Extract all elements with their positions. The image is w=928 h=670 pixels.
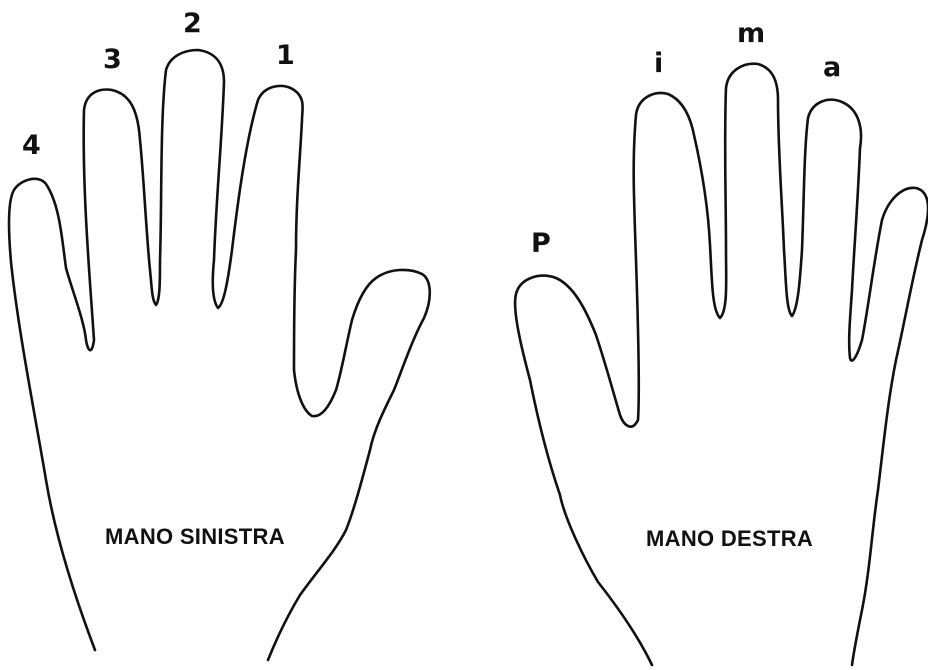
right-hand	[515, 64, 928, 665]
left-little-finger-label: 4	[22, 130, 41, 161]
left-hand-outline	[9, 50, 430, 660]
left-hand	[9, 50, 430, 660]
right-index-finger-label: i	[654, 48, 663, 79]
right-hand-title: MANO DESTRA	[646, 526, 813, 551]
right-hand-labels: P i m a MANO DESTRA	[531, 18, 841, 551]
left-ring-finger-label: 3	[103, 44, 122, 75]
right-hand-outline	[515, 64, 928, 665]
left-index-finger-label: 1	[276, 40, 295, 71]
left-middle-finger-label: 2	[183, 8, 202, 39]
right-middle-finger-label: m	[737, 18, 765, 49]
left-hand-title: MANO SINISTRA	[105, 524, 285, 549]
right-thumb-label: P	[531, 228, 551, 259]
left-hand-labels: 4 3 2 1 MANO SINISTRA	[22, 8, 295, 549]
right-ring-finger-label: a	[823, 52, 841, 83]
